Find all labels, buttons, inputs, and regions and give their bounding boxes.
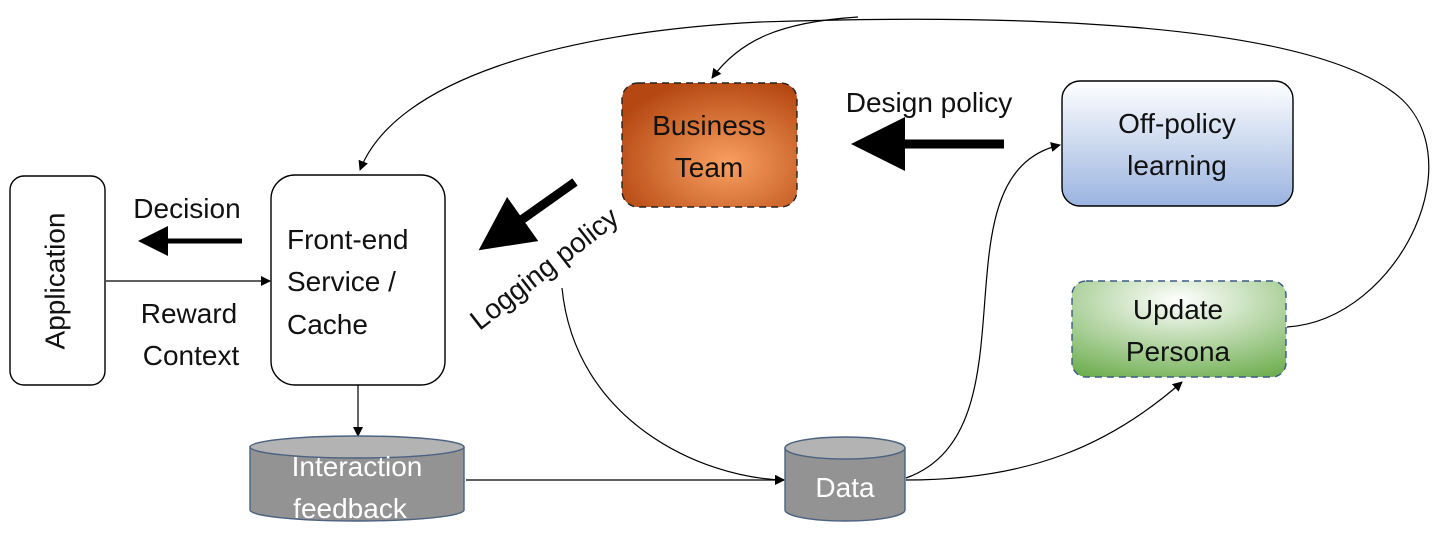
application-node: Application (9, 175, 106, 386)
update-persona-label-line2: Persona (1126, 336, 1231, 367)
frontend-label-line2: Service / (287, 266, 396, 297)
context-label: Context (143, 340, 240, 371)
application-label: Application (39, 213, 70, 350)
interaction-feedback-label-line2: feedback (293, 493, 408, 524)
offpolicy-label-line1: Off-policy (1118, 108, 1236, 139)
logging-policy-arrow (478, 178, 578, 251)
persona-to-business-branch (711, 16, 859, 79)
interaction-feedback-cylinder: Interaction feedback (249, 435, 465, 524)
logging-policy-label: Logging policy (464, 201, 624, 336)
data-cylinder: Data (784, 436, 906, 522)
logging-to-data-curve (561, 287, 785, 485)
business-team-label-line1: Business (652, 110, 766, 141)
frontend-label-line3: Cache (287, 309, 368, 340)
offpolicy-node: Off-policy learning (1061, 80, 1294, 207)
business-team-label-line2: Team (675, 152, 743, 183)
design-policy-label: Design policy (846, 87, 1013, 118)
offpolicy-label-line2: learning (1127, 150, 1227, 181)
reward-label: Reward (141, 298, 237, 329)
data-label: Data (815, 472, 875, 503)
update-persona-label-line1: Update (1133, 294, 1223, 325)
data-to-persona-curve (905, 381, 1183, 481)
update-persona-node: Update Persona (1071, 280, 1287, 378)
persona-to-frontend-loop (358, 18, 1430, 328)
frontend-label-line1: Front-end (287, 224, 408, 255)
data-to-offpolicy-curve (905, 142, 1061, 479)
business-team-node: Business Team (621, 82, 798, 208)
decision-label: Decision (133, 193, 240, 224)
frontend-node: Front-end Service / Cache (270, 174, 446, 386)
interaction-feedback-label-line1: Interaction (292, 451, 423, 482)
